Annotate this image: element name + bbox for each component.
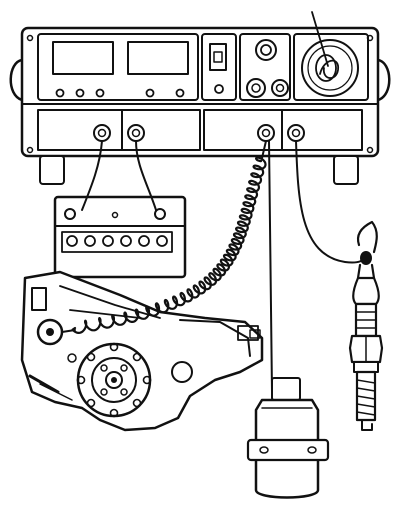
spark-plug-thread-lines: [356, 379, 376, 416]
console-left-handle: [9, 58, 24, 102]
spark-plug-electrode: [361, 419, 373, 431]
ignition-coil: [246, 377, 330, 499]
coil-test-lead: [268, 140, 273, 393]
battery-case: [53, 195, 187, 279]
battery-lead-positive: [135, 140, 157, 211]
scope-pointer-line: [311, 11, 329, 67]
spark-plug-ribs: [355, 311, 377, 329]
battery-cell-caps: [61, 231, 173, 253]
control-knob-right: [271, 79, 289, 97]
coiled-lead-spiral: [71, 156, 267, 334]
battery-terminal-negative: [64, 208, 76, 220]
coil-mounting-bracket: [246, 438, 330, 462]
scope-screen-panel: [293, 11, 369, 101]
coiled-lead-plug: [261, 140, 267, 159]
connector-panel: [37, 109, 363, 151]
distributor-vacuum-port: [31, 287, 47, 311]
storage-battery: [53, 195, 187, 279]
battery-terminal-positive: [154, 208, 166, 220]
distributor-rotor-gear: [76, 342, 152, 418]
coil-tower: [271, 377, 301, 401]
spark-plug-gasket: [353, 361, 379, 373]
spark-plug-insulator-top: [352, 276, 380, 306]
control-knob-upper: [255, 39, 277, 61]
meter-display-right: [127, 41, 189, 75]
distributor-housing: [20, 270, 264, 432]
coiled-test-lead: [61, 140, 267, 334]
control-knob-left: [246, 78, 266, 98]
meter-panel: [37, 33, 199, 101]
scope-screen: [301, 39, 359, 97]
control-knob-panel: [239, 33, 291, 101]
distributor: [20, 270, 264, 432]
selector-panel: [201, 33, 237, 101]
console-right-handle: [376, 58, 391, 102]
console-foot-right: [333, 155, 359, 185]
battery-lead-negative: [81, 140, 103, 211]
console-foot-left: [39, 155, 65, 185]
inductive-pickup-clamp: [360, 251, 372, 265]
meter-display-left: [52, 41, 114, 75]
meter-buttons: [55, 88, 185, 98]
test-console: [9, 11, 391, 185]
spark-plug-boot: [356, 263, 376, 280]
spark-plug: [348, 220, 384, 431]
